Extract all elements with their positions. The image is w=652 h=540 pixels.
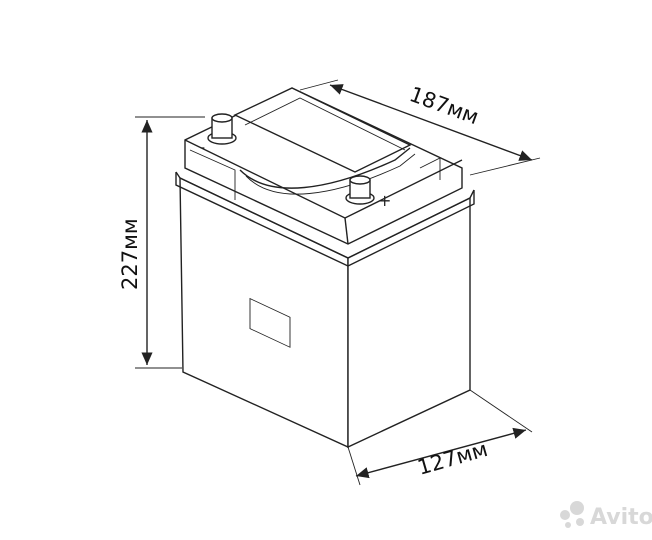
height-label: 227мм	[118, 218, 142, 290]
width-label: 127мм	[415, 437, 491, 480]
length-label: 187мм	[406, 82, 482, 129]
negative-label: -	[200, 140, 205, 156]
watermark-text: Avito	[590, 505, 652, 530]
height-dimension: 227мм	[118, 116, 205, 369]
positive-label: +	[378, 191, 391, 210]
positive-terminal: +	[345, 175, 391, 210]
battery-body	[175, 171, 475, 449]
negative-terminal: -	[200, 113, 237, 156]
avito-watermark: Avito	[560, 501, 652, 530]
